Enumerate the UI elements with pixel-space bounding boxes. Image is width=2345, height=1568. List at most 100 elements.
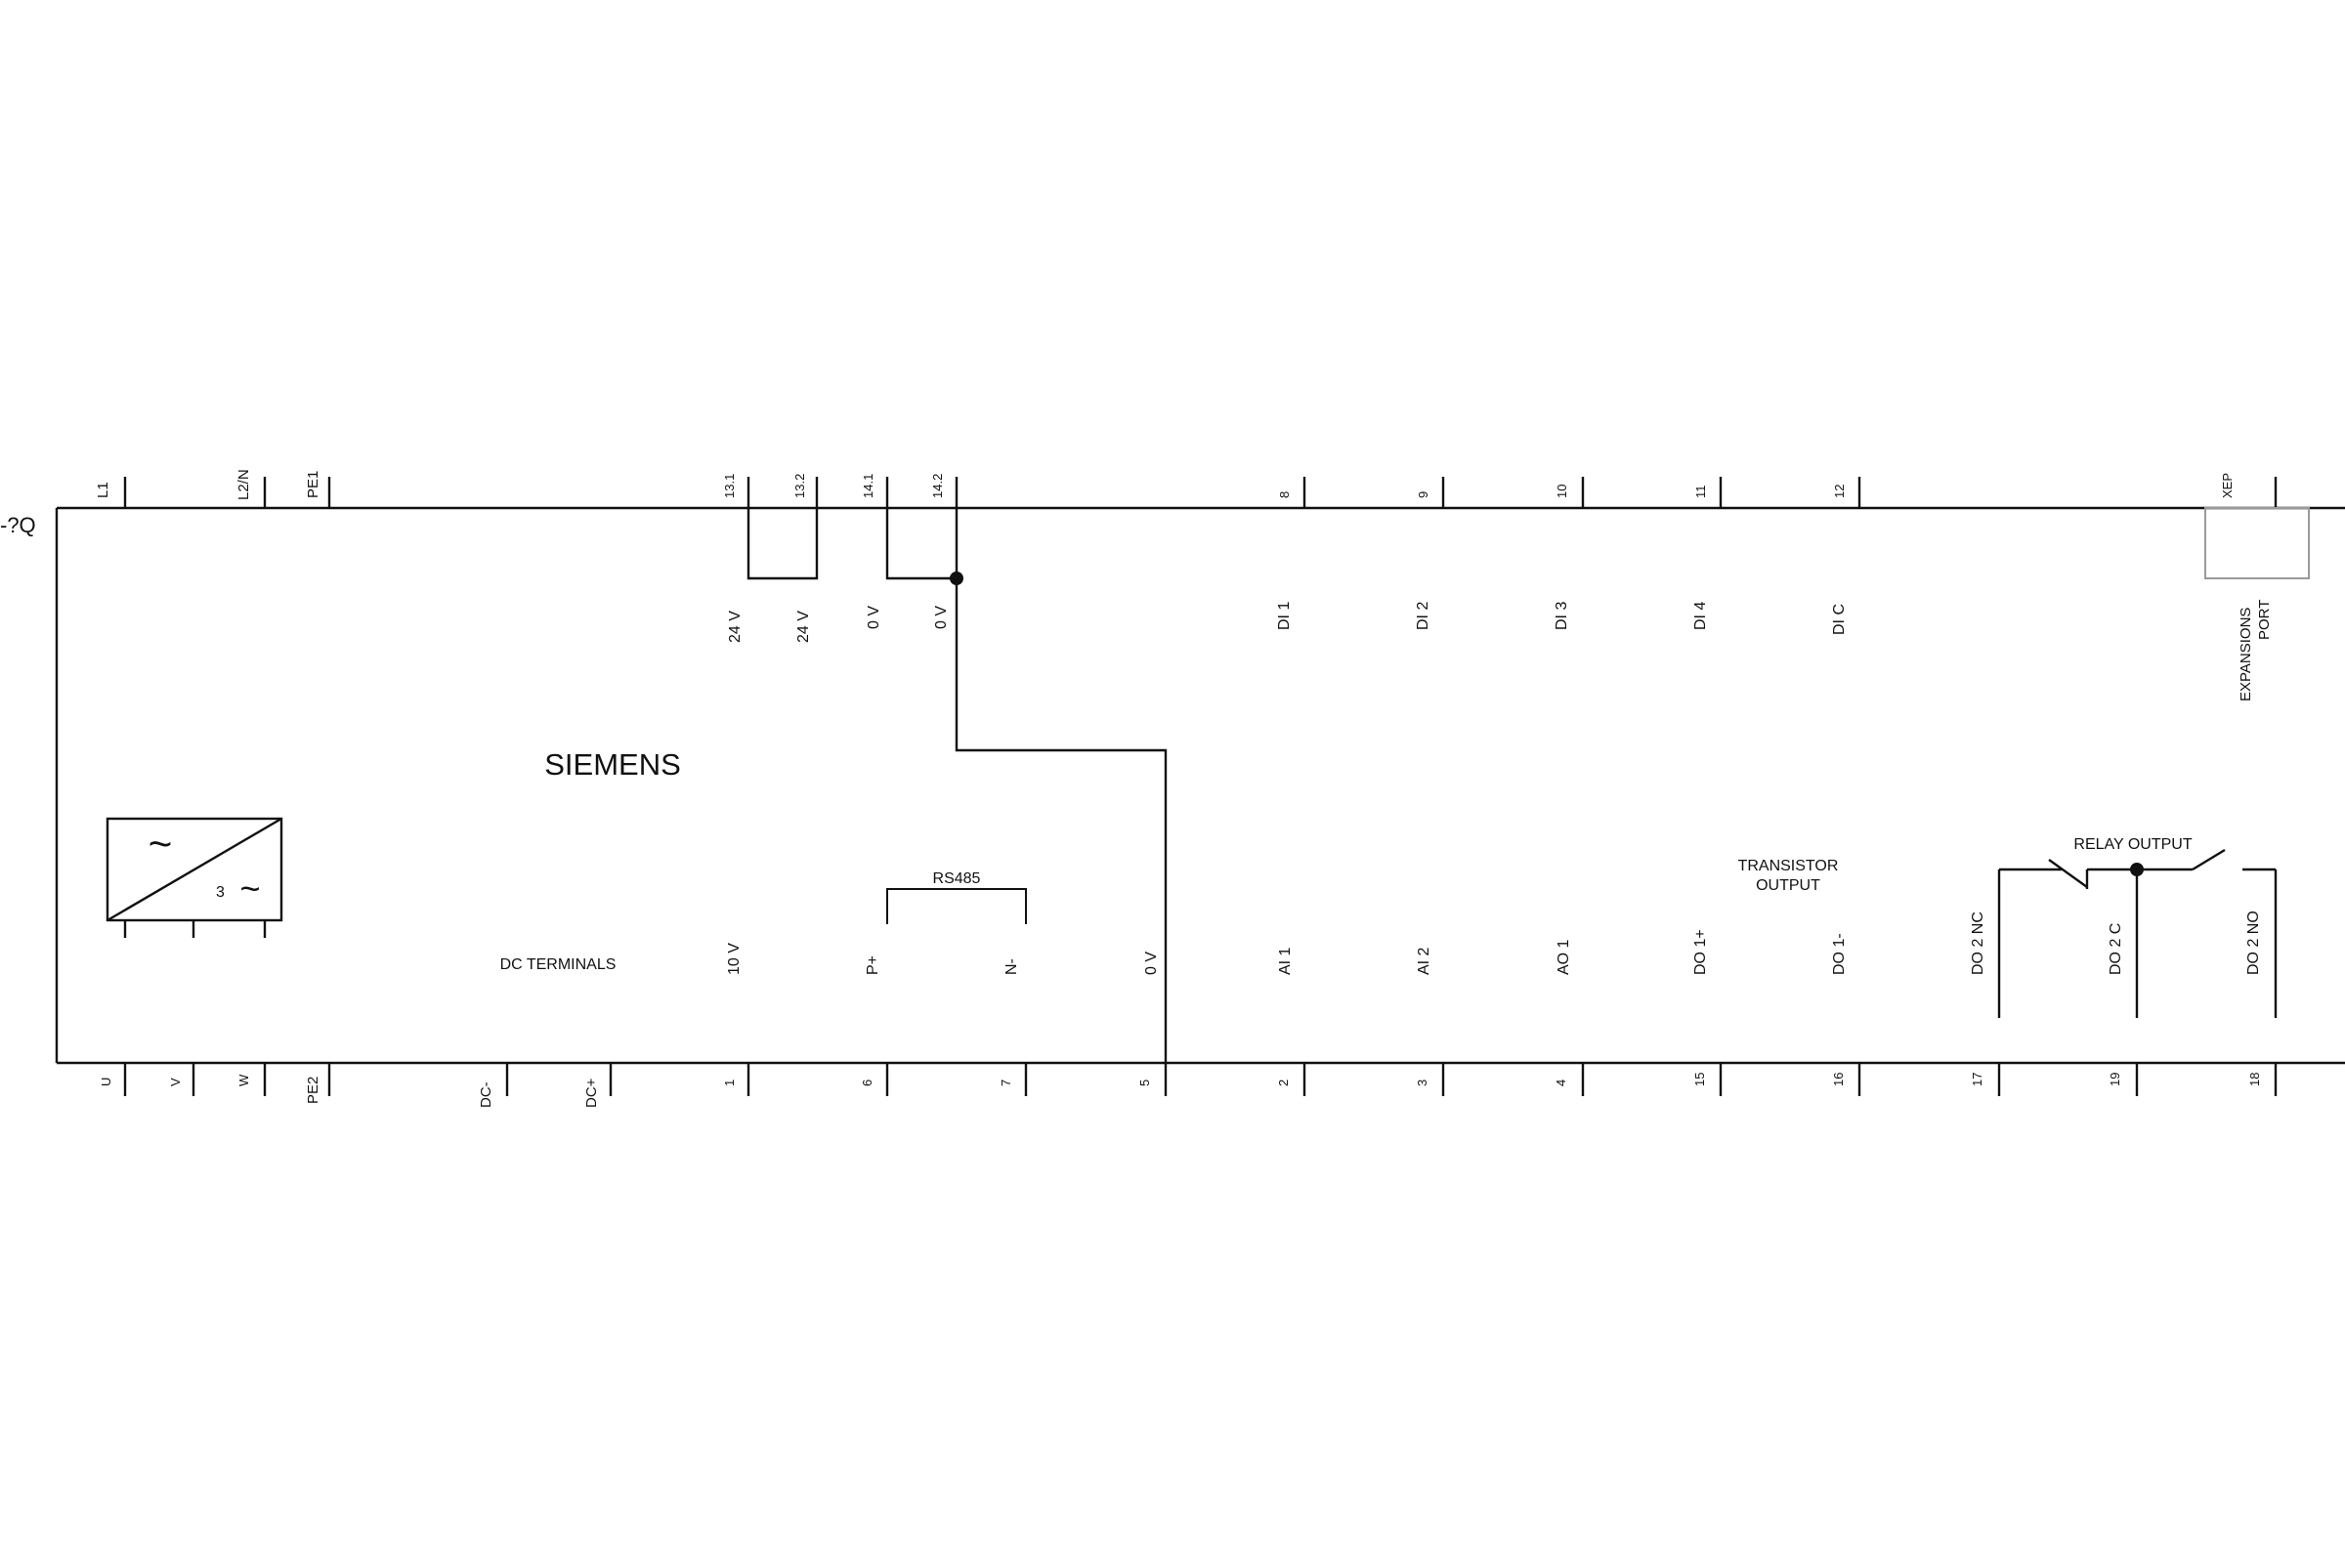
relay-output: RELAY OUTPUT [1997,836,2278,1018]
lower-signal-labels: 10 V P+ N- 0 V AI 1 AI 2 AO 1 DO 1+ DO 1… [726,911,2262,975]
svg-text:11: 11 [1693,486,1708,499]
svg-text:6: 6 [860,1080,874,1086]
bottom-terminal[interactable]: 3 [1415,1063,1445,1096]
bottom-terminal[interactable]: 16 [1831,1063,1861,1096]
svg-text:10: 10 [1555,485,1569,498]
svg-text:14.1: 14.1 [861,474,875,498]
bottom-terminal[interactable]: 2 [1276,1063,1306,1096]
signal-label: P+ [865,955,881,975]
bottom-terminal[interactable]: 18 [2247,1063,2278,1096]
svg-text:W: W [236,1074,251,1086]
signal-label: DI 3 [1554,602,1570,630]
svg-text:EXPANSIONS: EXPANSIONS [2238,608,2254,701]
top-terminal[interactable]: 14.1 [861,474,889,508]
svg-text:3: 3 [1415,1080,1429,1086]
signal-label: DO 2 NO [2245,911,2262,975]
wire-0v-to-terminal-5 [955,578,1168,1063]
svg-text:XEP: XEP [2220,473,2235,498]
bottom-terminal[interactable]: 17 [1970,1063,2001,1096]
dc-terminals-label: DC TERMINALS [500,956,617,973]
bottom-terminal[interactable]: V [168,1063,195,1096]
top-terminal[interactable]: L1 [95,477,127,508]
svg-text:PE1: PE1 [305,471,321,498]
signal-label: 0 V [866,606,882,629]
bottom-terminal[interactable]: 5 [1137,1063,1168,1096]
bottom-terminal[interactable]: PE2 [305,1063,331,1104]
device-designation: -?Q [0,513,36,537]
jumper-0v [885,508,959,580]
signal-label: DI 1 [1276,602,1293,630]
svg-text:13.1: 13.1 [722,474,737,498]
svg-text:15: 15 [1692,1073,1707,1086]
svg-text:17: 17 [1970,1073,1984,1086]
signal-label: DO 2 NC [1970,911,1986,975]
signal-label: DO 1+ [1692,929,1709,975]
bottom-terminal[interactable]: 15 [1692,1063,1723,1096]
top-terminal[interactable]: 14.2 [930,474,959,508]
phase-count: 3 [216,884,225,901]
top-terminal[interactable]: XEP [2220,473,2278,508]
svg-text:V: V [168,1078,183,1086]
svg-text:14.2: 14.2 [930,474,945,498]
svg-text:4: 4 [1554,1080,1568,1086]
bottom-terminal[interactable]: 4 [1554,1063,1585,1096]
svg-text:16: 16 [1831,1073,1846,1086]
top-terminal[interactable]: PE1 [305,471,331,508]
signal-label: AI 2 [1416,947,1432,975]
svg-text:5: 5 [1137,1080,1152,1086]
brand-label: SIEMENS [544,747,681,782]
top-terminal[interactable]: 13.2 [792,474,819,508]
svg-text:18: 18 [2247,1073,2262,1086]
bottom-terminal[interactable]: DC- [478,1063,509,1108]
relay-output-label: RELAY OUTPUT [2073,836,2192,853]
svg-text:PE2: PE2 [305,1077,321,1104]
svg-text:8: 8 [1277,491,1292,498]
signal-label: 0 V [1143,952,1160,975]
top-terminal-strip: L1 L2/N PE1 13.1 13.2 14.1 14.2 8 9 10 1… [95,469,2278,508]
svg-text:U: U [99,1078,113,1086]
top-terminal[interactable]: 8 [1277,477,1306,508]
nc-contact [2048,859,2088,888]
signal-label: DI C [1831,604,1848,635]
svg-text:OUTPUT: OUTPUT [1756,877,1820,894]
top-terminal[interactable]: 10 [1555,477,1585,508]
bottom-terminal[interactable]: W [236,1063,267,1096]
signal-label: DO 1- [1831,933,1848,975]
bottom-terminal[interactable]: U [99,1063,127,1096]
signal-label: DI 4 [1692,602,1709,630]
svg-text:9: 9 [1416,491,1430,498]
svg-text:TRANSISTOR: TRANSISTOR [1738,858,1839,874]
signal-label: AO 1 [1556,939,1572,975]
junction-dot [2130,863,2144,876]
svg-text:L2/N: L2/N [235,469,252,500]
bottom-terminal[interactable]: 6 [860,1063,889,1096]
converter-symbol: ~ 3 ~ [106,817,283,938]
svg-text:12: 12 [1832,485,1847,498]
signal-label: 10 V [726,943,743,975]
svg-text:DC-: DC- [478,1081,494,1108]
signal-label: 24 V [727,611,744,643]
upper-signal-labels: 24 V 24 V 0 V 0 V DI 1 DI 2 DI 3 DI 4 DI… [727,602,1848,643]
svg-text:13.2: 13.2 [792,474,807,498]
jumper-24v [746,508,819,580]
bottom-terminal[interactable]: 7 [999,1063,1028,1096]
top-terminal[interactable]: L2/N [235,469,267,508]
svg-text:7: 7 [999,1080,1013,1086]
signal-label: AI 1 [1277,947,1294,975]
bottom-terminal[interactable]: 19 [2108,1063,2139,1096]
bottom-terminal[interactable]: DC+ [583,1063,613,1108]
svg-text:2: 2 [1276,1080,1291,1086]
svg-text:DC+: DC+ [583,1078,600,1108]
top-terminal[interactable]: 9 [1416,477,1445,508]
top-terminal[interactable]: 12 [1832,477,1861,508]
ac-output-icon: ~ [239,869,260,909]
top-terminal[interactable]: 13.1 [722,474,750,508]
device-enclosure [55,506,2345,1065]
top-terminal[interactable]: 11 [1693,477,1723,508]
bottom-terminal[interactable]: 1 [722,1063,750,1096]
svg-text:PORT: PORT [2256,600,2273,640]
signal-label: DO 2 C [2108,923,2124,975]
svg-text:L1: L1 [95,482,111,498]
